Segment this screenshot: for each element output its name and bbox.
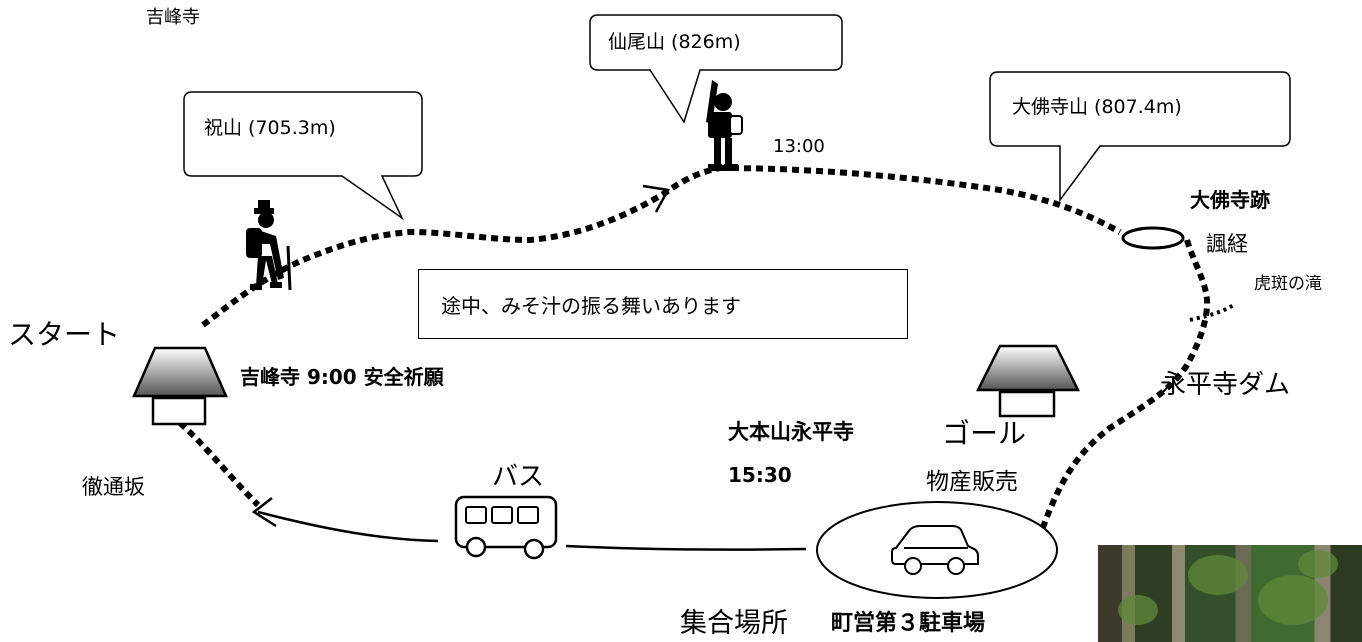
miso-soup-notice: 途中、みそ汁の振る舞いあります bbox=[418, 269, 908, 339]
daibutsuji-ruins-marker bbox=[1121, 226, 1185, 250]
forest-photo bbox=[1098, 545, 1362, 642]
torafu-falls-label: 虎斑の滝 bbox=[1254, 274, 1322, 294]
balloon-senbiyama bbox=[589, 14, 843, 124]
goal-temple-icon bbox=[975, 344, 1081, 418]
route-temple-to-tetsuzaka bbox=[178, 420, 261, 508]
start-temple-icon bbox=[132, 346, 228, 426]
daibutsuji-ruins-label: 大佛寺跡 bbox=[1190, 188, 1270, 212]
start-label: スタート bbox=[8, 318, 121, 351]
bus-icon bbox=[454, 495, 558, 560]
bus-road bbox=[257, 510, 439, 543]
hiker-icon bbox=[246, 200, 292, 291]
route-start-to-iwaiyama bbox=[201, 165, 721, 328]
daihonzan-label: 大本山永平寺 bbox=[728, 420, 854, 444]
car-icon bbox=[891, 525, 979, 575]
tetsuzaka-label: 徹通坂 bbox=[82, 475, 145, 499]
miso-soup-notice-text: 途中、みそ汁の振る舞いあります bbox=[441, 293, 741, 318]
bus-road bbox=[565, 544, 807, 551]
eiheiji-dam-label: 永平寺ダム bbox=[1160, 370, 1291, 400]
peak-label-senbiyama: 仙尾山 (826m) bbox=[608, 31, 741, 53]
balloon-daibutsujiyama bbox=[989, 71, 1291, 203]
peak-label-iwaiyama: 祝山 (705.3m) bbox=[204, 117, 336, 139]
direction-arrow-icon bbox=[251, 497, 277, 528]
meeting-place-name: 町営第３駐車場 bbox=[831, 611, 986, 636]
direction-arrow-icon bbox=[642, 184, 670, 213]
souvenir-label: 物産販売 bbox=[926, 469, 1018, 495]
goal-label: ゴール bbox=[942, 417, 1027, 450]
meeting-place-label: 集合場所 bbox=[680, 608, 788, 639]
waterfall-trail bbox=[1189, 302, 1237, 322]
summit-hiker-icon bbox=[706, 80, 743, 171]
balloon-iwaiyama bbox=[183, 91, 423, 221]
route-daibutsuji-to-dam bbox=[1039, 239, 1211, 532]
bus-label: バス bbox=[492, 462, 545, 492]
summit-time: 13:00 bbox=[773, 136, 825, 157]
page-title: 吉峰寺 bbox=[146, 7, 200, 28]
peak-label-daibutsujiyama: 大佛寺山 (807.4m) bbox=[1012, 96, 1182, 118]
route-summit-to-daibutsuji bbox=[719, 165, 1122, 235]
start-temple-label: 吉峰寺 9:00 安全祈願 bbox=[240, 365, 444, 389]
arrival-time: 15:30 bbox=[728, 463, 792, 487]
fugin-label: 諷経 bbox=[1206, 232, 1248, 256]
